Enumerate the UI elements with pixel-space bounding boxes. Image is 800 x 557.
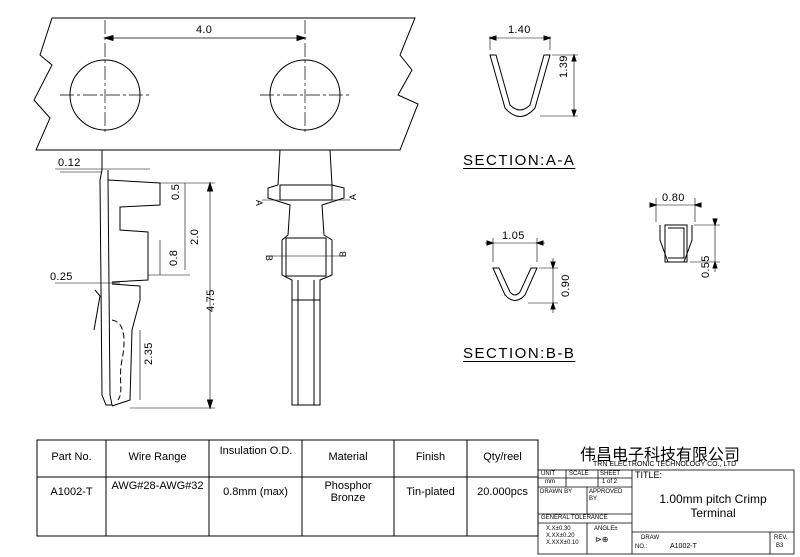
rev-value: B3 <box>776 543 784 549</box>
dim-2-35: 2.35 <box>143 342 155 365</box>
title-block-grid <box>537 469 795 555</box>
general-tolerance-label: GENERAL TOLERANCE <box>541 515 608 521</box>
section-mark-a-right: A <box>348 193 359 201</box>
scale-label: SCALE <box>569 471 589 477</box>
section-b-profile <box>485 238 558 313</box>
dim-hole-pitch: 4.0 <box>196 24 213 36</box>
header-part-no: Part No. <box>51 451 92 463</box>
section-b-title: SECTION:B-B <box>463 345 576 362</box>
company-name-cn: 伟昌电子科技有限公司 <box>580 445 741 464</box>
tolerance-three: X.XXX±0.10 <box>546 540 579 546</box>
value-part-no: A1002-T <box>50 486 93 498</box>
dim-thickness: 0.12 <box>58 157 81 169</box>
value-qty-reel: 20.000pcs <box>477 486 528 498</box>
header-wire-range: Wire Range <box>128 451 187 463</box>
angle-label: ANGLE± <box>594 526 618 532</box>
drawing-number: A1002-T <box>670 543 697 550</box>
dim-section-a-width: 1.40 <box>508 24 531 36</box>
dim-section-a-height: 1.39 <box>558 55 570 78</box>
tolerance-two: X.XX±0.20 <box>546 533 575 539</box>
dim-2-0: 2.0 <box>189 228 201 245</box>
value-insulation: 0.8mm (max) <box>223 486 288 498</box>
sheet-label: SHEET <box>600 471 621 477</box>
drawing-title: 1.00mm pitch Crimp Terminal <box>659 492 767 520</box>
front-view <box>262 184 350 406</box>
section-a-profile <box>488 35 578 118</box>
side-view <box>55 150 215 410</box>
value-material: Phosphor Bronze <box>324 480 372 504</box>
approved-by-label: APPROVED BY <box>589 489 623 502</box>
dim-end-height: 0.55 <box>700 255 712 278</box>
unit-value: mm <box>545 479 555 485</box>
draw-label: DRAW <box>641 535 660 541</box>
title-label: TITLE: <box>635 470 663 480</box>
value-wire-range: AWG#28-AWG#32 <box>111 480 204 492</box>
section-mark-a-left: A <box>254 199 265 207</box>
carrier-strip <box>33 17 419 186</box>
dim-0-25: 0.25 <box>50 271 73 283</box>
header-qty-reel: Qty/reel <box>483 451 522 463</box>
end-view <box>649 198 720 272</box>
sheet-value: 1 of 2 <box>602 479 618 485</box>
dim-section-b-height: 0.90 <box>560 274 572 297</box>
section-mark-b-left: B <box>264 254 275 262</box>
dim-0-8: 0.8 <box>168 249 180 266</box>
rev-label: REV. <box>774 535 788 541</box>
header-material: Material <box>328 451 368 463</box>
unit-label: UNIT <box>541 471 555 477</box>
no-label: NO.: <box>635 544 648 550</box>
header-insulation: Insulation O.D. <box>219 445 293 457</box>
drawn-by-label: DRAWN BY <box>540 489 573 495</box>
header-finish: Finish <box>415 451 446 463</box>
dim-4-75: 4.75 <box>205 289 217 312</box>
section-a-title: SECTION:A-A <box>463 152 576 169</box>
dim-section-b-width: 1.05 <box>502 230 525 242</box>
section-mark-b-right: B <box>338 250 349 258</box>
dim-end-width: 0.80 <box>662 192 685 204</box>
value-finish: Tin-plated <box>406 486 455 498</box>
projection-symbol-icon: ⊳⊕ <box>595 535 609 544</box>
company-name-en: TRN ELECTRONIC TECHNOLOGY CO., LTD <box>593 461 737 468</box>
dim-0-5: 0.5 <box>170 183 182 200</box>
tolerance-one: X.X±0.30 <box>546 526 571 532</box>
